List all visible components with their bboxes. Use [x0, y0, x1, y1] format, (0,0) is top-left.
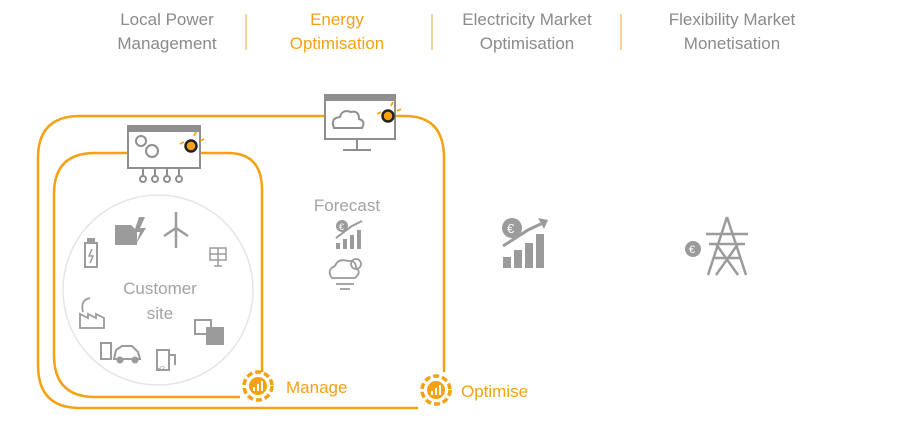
tab-label-line2: Management [117, 34, 217, 53]
optimise-gear-icon [420, 374, 452, 406]
manage-label: Manage [286, 378, 348, 397]
svg-text:€: € [507, 221, 515, 236]
customer-site-label: Customer site [110, 276, 210, 326]
manage-loop-line [52, 151, 240, 399]
wind-turbine-icon [163, 212, 189, 248]
power-pylon-icon: € [685, 216, 748, 276]
cloud-controller-icon [324, 94, 396, 151]
optimise-loop-line [36, 114, 418, 410]
tab-label-line1: Local Power [120, 10, 214, 29]
local-controller-icon [127, 125, 201, 183]
hydrogen-station-icon: H2 [156, 349, 176, 373]
tab-label-line2: Optimisation [289, 34, 385, 53]
optimise-label: Optimise [461, 382, 529, 401]
tab-flexibility-market-monetisation[interactable]: Flexibility Market Monetisation [637, 8, 827, 56]
svg-text:H2: H2 [156, 366, 165, 373]
ev-charger-icon [115, 217, 146, 245]
tab-electricity-market-optimisation[interactable]: Electricity Market Optimisation [432, 8, 622, 56]
tab-label-line2: Monetisation [683, 34, 781, 53]
tab-divider [620, 14, 622, 50]
customer-site-line1: Customer [123, 279, 197, 298]
tab-energy-optimisation[interactable]: Energy Optimisation [262, 8, 412, 56]
tab-label-line2: Optimisation [479, 34, 575, 53]
customer-site-circle [62, 194, 254, 386]
market-chart-icon: € [502, 218, 548, 268]
euro-chart-icon: € [335, 220, 363, 249]
manage-loop-line-right [200, 151, 264, 372]
electric-car-icon [100, 342, 142, 364]
solar-panel-icon [209, 247, 227, 267]
manage-gear-icon [242, 370, 274, 402]
cloud-signal-icon [376, 101, 402, 123]
heat-pump-icon [194, 319, 224, 345]
weather-icon [328, 258, 362, 290]
factory-icon [79, 297, 105, 329]
tab-divider [431, 14, 433, 50]
forecast-label: Forecast [313, 196, 381, 215]
battery-icon [84, 238, 98, 268]
customer-site-line2: site [146, 304, 174, 323]
tab-label-line1: Energy [310, 10, 364, 29]
tab-label-line1: Electricity Market [462, 10, 592, 29]
svg-text:€: € [339, 222, 344, 232]
tab-divider [245, 14, 247, 50]
optimise-loop-line-right [395, 114, 446, 372]
tab-local-power-management[interactable]: Local Power Management [92, 8, 242, 56]
local-signal-icon [179, 131, 205, 153]
tab-label-line1: Flexibility Market [668, 10, 796, 29]
svg-text:€: € [689, 244, 695, 256]
